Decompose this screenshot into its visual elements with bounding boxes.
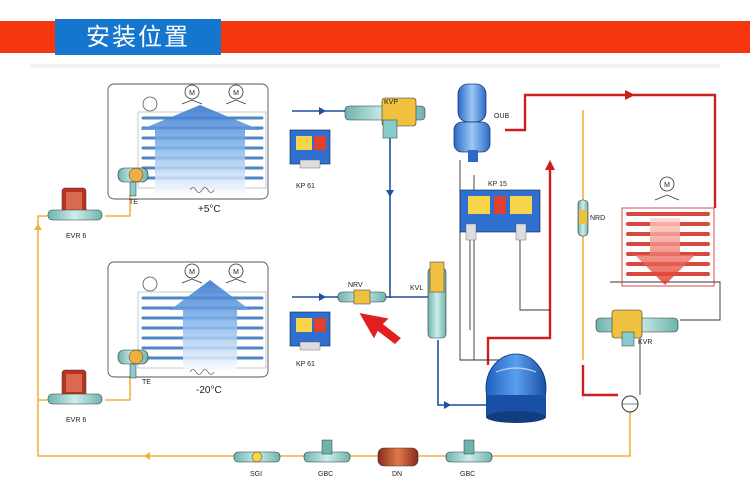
dn-filter-drier: DN [377, 447, 419, 478]
fan-motor-icon [228, 84, 244, 100]
header-title-tab [55, 19, 221, 55]
fan-motor-icon [659, 176, 675, 192]
nrd-valve: NRD [577, 199, 605, 237]
kp61-switch-top: KP 61 [289, 129, 331, 190]
svg-text:TE: TE [142, 379, 151, 386]
airflow-arrow-top [140, 105, 260, 196]
kp61-switch-bottom: KP 61 [289, 311, 331, 368]
fan-motor-icon [228, 263, 244, 279]
svg-text:DN: DN [392, 471, 402, 478]
svg-text:NRD: NRD [590, 215, 605, 222]
evr-valve-top: EVR 6 [47, 187, 103, 240]
svg-text:KVP: KVP [384, 99, 398, 106]
condenser: M [621, 176, 715, 287]
kvp-valve: KVP [344, 97, 426, 139]
te-valve-top: TE [117, 167, 149, 206]
temperature-bottom: -20°C [196, 385, 222, 396]
svg-text:M: M [189, 269, 195, 276]
kvl-valve: KVL [410, 261, 447, 339]
kp15-switch: KP 15 [459, 181, 541, 241]
airflow-arrow-bottom [170, 280, 250, 372]
fan-motor-icon [184, 263, 200, 279]
discharge-line-arrows [545, 90, 635, 170]
svg-text:KP 15: KP 15 [488, 181, 507, 188]
gbc-valve-left: GBC [303, 439, 351, 478]
header-divider [30, 64, 720, 68]
svg-text:EVR 6: EVR 6 [66, 233, 86, 240]
page-title: 安装位置 [86, 23, 190, 51]
svg-text:GBC: GBC [318, 471, 333, 478]
svg-text:TE: TE [129, 199, 138, 206]
te-valve-bottom: TE [117, 349, 151, 386]
oub-separator: OUB [453, 83, 510, 162]
svg-text:M: M [664, 182, 670, 189]
temperature-top: +5°C [198, 204, 221, 215]
svg-text:KP 61: KP 61 [296, 361, 315, 368]
svg-text:OUB: OUB [494, 113, 510, 120]
heat-arrow [635, 218, 695, 285]
svg-text:KVL: KVL [410, 285, 423, 292]
evaporator-bottom: M M -20°C [107, 261, 269, 396]
gbc-valve-right: GBC [445, 439, 493, 478]
sight-glass-receiver [621, 395, 639, 413]
highlight-arrow [356, 310, 404, 346]
evr-valve-bottom: EVR 6 [47, 369, 103, 424]
svg-text:EVR 6: EVR 6 [66, 417, 86, 424]
liquid-line-arrows [34, 224, 150, 460]
sgi-sight-glass: SGI [233, 451, 281, 478]
svg-text:SGI: SGI [250, 471, 262, 478]
svg-text:GBC: GBC [460, 471, 475, 478]
svg-text:KP 61: KP 61 [296, 183, 315, 190]
compressor [485, 353, 547, 423]
svg-text:KVR: KVR [638, 339, 652, 346]
svg-text:M: M [189, 90, 195, 97]
kvr-valve: KVR [595, 309, 679, 347]
svg-text:NRV: NRV [348, 282, 363, 289]
nrv-valve: NRV [337, 282, 387, 305]
fan-motor-icon [184, 84, 200, 100]
svg-text:M: M [233, 90, 239, 97]
suction-line-arrows [319, 107, 451, 409]
discharge-line [486, 93, 717, 397]
evaporator-top: M M +5°C [107, 83, 269, 215]
svg-text:M: M [233, 269, 239, 276]
